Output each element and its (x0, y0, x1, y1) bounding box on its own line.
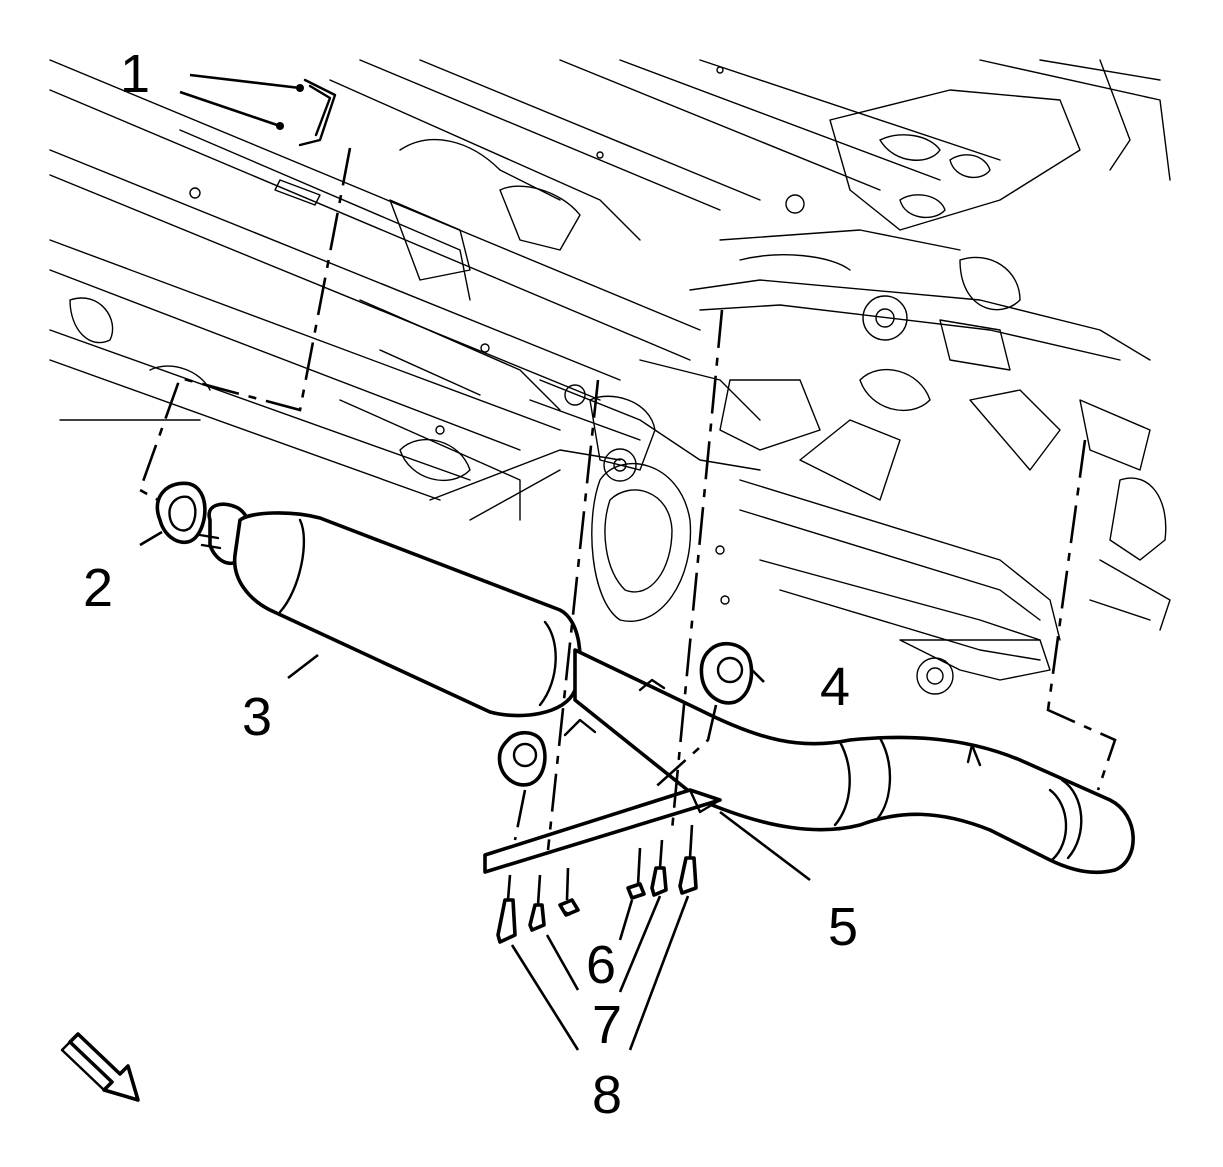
bolt-long-right (678, 856, 698, 895)
callout-4: 4 (820, 657, 850, 717)
insulator-right (699, 641, 754, 705)
vehicle-underbody (49, 59, 1171, 695)
nut-right (626, 882, 646, 900)
bolt-left (528, 903, 546, 932)
converter-body (232, 511, 582, 718)
bolt-long-left (496, 898, 517, 944)
fasteners (496, 856, 698, 944)
forward-direction-arrow-icon (60, 1032, 140, 1102)
callout-1: 1 (120, 44, 150, 104)
gasket (155, 481, 207, 545)
callout-3: 3 (242, 687, 272, 747)
callout-2: 2 (83, 558, 113, 618)
hanger-insulators (497, 641, 754, 787)
callout-7: 7 (592, 995, 622, 1055)
callout-5: 5 (828, 897, 858, 957)
callout-6: 6 (586, 935, 616, 995)
hanger-bracket (483, 788, 722, 874)
nut-left (558, 898, 580, 917)
tail-pipe (573, 648, 1135, 875)
exhaust-system (155, 481, 1135, 875)
insulator-left (497, 730, 547, 787)
callout-8: 8 (592, 1065, 622, 1125)
callout-labels: 1 2 3 4 5 6 7 8 (83, 44, 858, 1125)
bolt-right (650, 866, 668, 897)
leader-lines (139, 73, 811, 1051)
installation-lines (138, 147, 1117, 906)
